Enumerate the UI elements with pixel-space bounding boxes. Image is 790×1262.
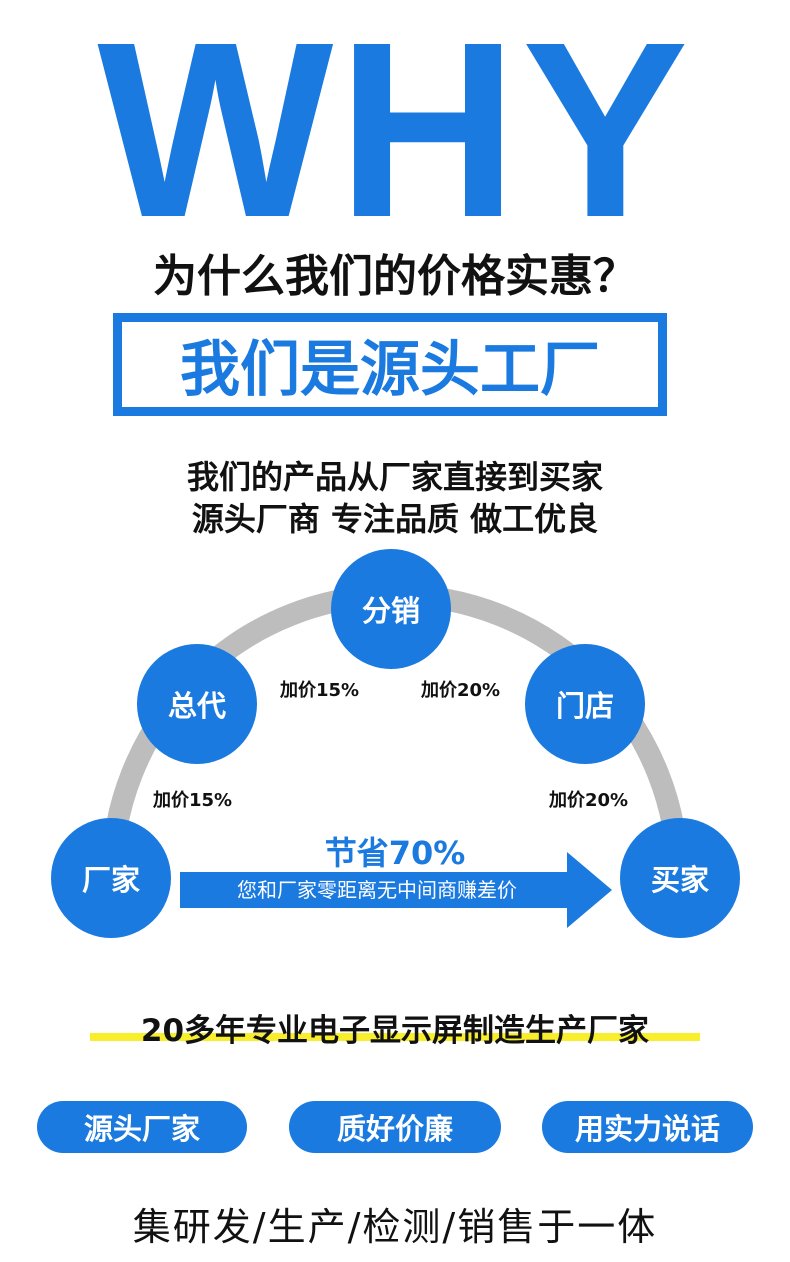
description-line-2: 源头厂商 专注品质 做工优良 xyxy=(191,500,599,538)
node-buyer: 买家 xyxy=(620,818,740,938)
node-store: 门店 xyxy=(525,644,645,764)
tagline: 20多年专业电子显示屏制造生产厂家 xyxy=(140,1013,650,1049)
node-general-agent-label: 总代 xyxy=(167,689,226,723)
savings-title: 节省70% xyxy=(324,834,466,872)
savings-subtitle: 您和厂家零距离无中间商赚差价 xyxy=(237,878,517,902)
node-general-agent: 总代 xyxy=(137,644,257,764)
pill-strength-label: 用实力说话 xyxy=(574,1112,720,1146)
markup-factory-to-general: 加价15% xyxy=(153,790,233,811)
pill-strength: 用实力说话 xyxy=(542,1101,753,1153)
pill-source-factory: 源头厂家 xyxy=(37,1101,247,1153)
markup-distribution-to-store: 加价20% xyxy=(421,680,501,701)
node-factory-label: 厂家 xyxy=(81,863,140,897)
node-store-label: 门店 xyxy=(555,689,614,723)
node-buyer-label: 买家 xyxy=(650,863,709,897)
pill-quality-price-label: 质好价廉 xyxy=(336,1112,453,1146)
pill-quality-price: 质好价廉 xyxy=(289,1101,501,1153)
node-distribution-label: 分销 xyxy=(361,594,420,628)
node-factory: 厂家 xyxy=(51,818,171,938)
tagline-highlight xyxy=(90,1033,700,1041)
price-question: 为什么我们的价格实惠？ xyxy=(153,251,637,302)
description-line-1: 我们的产品从厂家直接到买家 xyxy=(186,458,603,496)
why-title: WHY xyxy=(97,0,693,269)
pill-source-factory-label: 源头厂家 xyxy=(83,1112,200,1146)
node-distribution: 分销 xyxy=(331,549,451,669)
source-factory-headline: 我们是源头工厂 xyxy=(180,335,600,405)
markup-store-to-buyer: 加价20% xyxy=(549,790,629,811)
savings-arrow xyxy=(180,852,612,928)
markup-general-to-distribution: 加价15% xyxy=(280,680,360,701)
source-factory-box: 我们是源头工厂 xyxy=(113,313,667,416)
footer-text: 集研发/生产/检测/销售于一体 xyxy=(132,1205,658,1249)
